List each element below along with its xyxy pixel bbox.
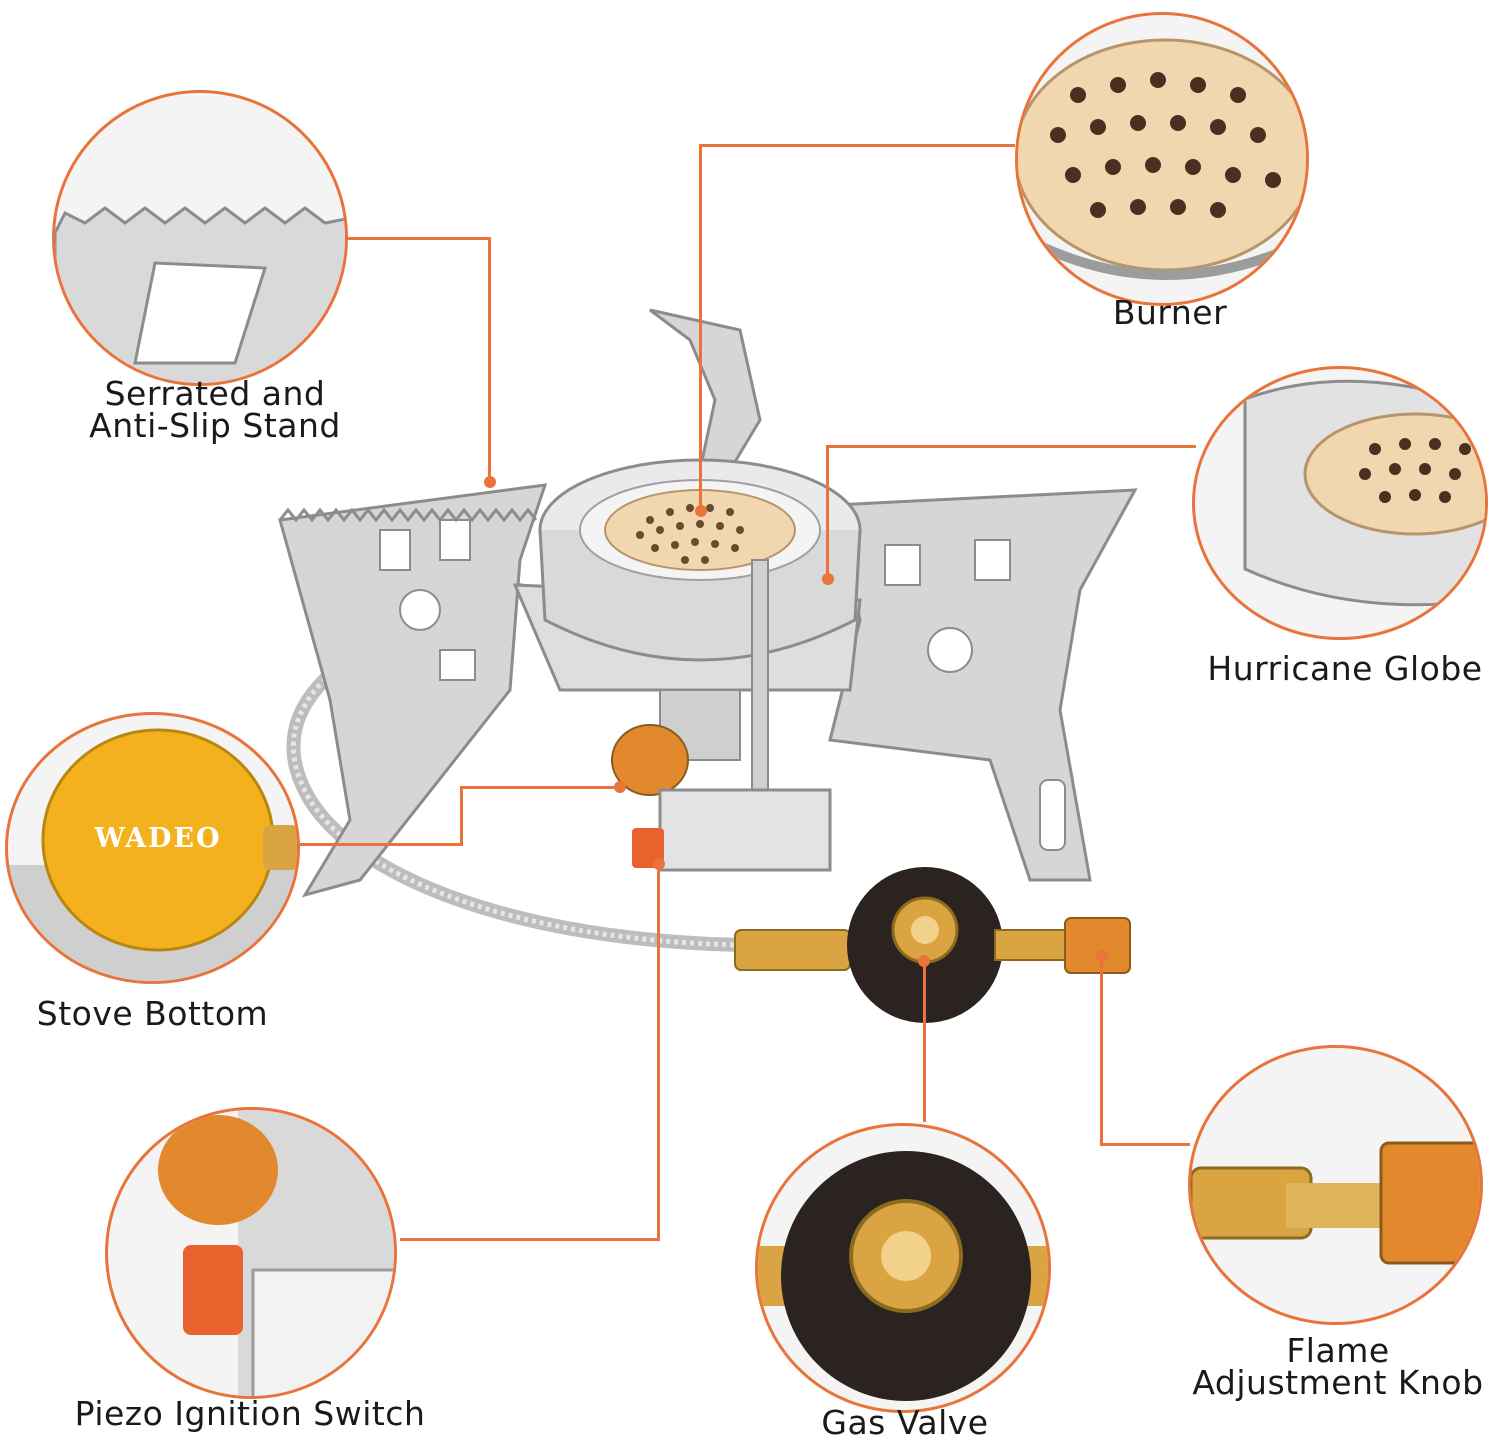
leader-valve-dot: [918, 955, 930, 967]
leader-bottom-h1: [300, 843, 462, 846]
adjustment-knob: [1064, 917, 1131, 974]
label-burner: Burner: [1112, 293, 1228, 332]
callout-burner: [1015, 12, 1309, 306]
label-stand-line1: Serrated and: [104, 374, 326, 413]
stand-detail: [55, 206, 345, 383]
label-stand: Serrated and Anti-Slip Stand: [60, 374, 370, 445]
leader-stand-dot: [484, 476, 496, 488]
leader-burner-dot: [695, 505, 707, 517]
leader-globe-v: [826, 445, 829, 575]
knob-detail: [1191, 1141, 1480, 1265]
callout-globe: [1192, 366, 1488, 640]
leader-piezo-v: [657, 862, 660, 1241]
leader-burner-h: [700, 144, 1015, 147]
leader-burner-v: [699, 144, 702, 509]
right-pot-support: [828, 488, 1138, 882]
leader-knob-dot: [1096, 950, 1108, 962]
label-knob-line1: Flame: [1286, 1331, 1390, 1370]
left-pot-support: [278, 483, 548, 898]
leader-stand-h: [345, 237, 490, 240]
label-stand-line2: Anti-Slip Stand: [89, 406, 341, 445]
igniter-rod: [751, 559, 769, 811]
leader-knob-h: [1100, 1143, 1190, 1146]
label-valve: Gas Valve: [821, 1403, 989, 1442]
label-globe: Hurricane Globe: [1207, 649, 1483, 688]
stove-knob: [611, 724, 689, 796]
callout-bottom: WADEO: [5, 712, 300, 984]
leader-piezo-dot: [653, 858, 665, 870]
leader-valve-v: [923, 960, 926, 1122]
callout-valve: [755, 1123, 1051, 1413]
bottom-detail: [8, 728, 297, 981]
globe-detail: [1243, 379, 1485, 607]
callout-piezo: [105, 1107, 397, 1399]
valve-detail: [758, 1151, 1048, 1401]
piezo-detail: [158, 1110, 394, 1396]
burner-detail: [1018, 38, 1306, 280]
callout-stand: [52, 90, 348, 386]
label-bottom: Stove Bottom: [36, 994, 269, 1033]
brand-logo: WADEO: [94, 823, 222, 854]
label-knob-line2: Adjustment Knob: [1192, 1363, 1484, 1402]
leader-knob-v: [1100, 955, 1103, 1145]
leader-bottom-h2: [460, 786, 620, 789]
label-piezo: Piezo Ignition Switch: [74, 1394, 426, 1433]
callout-knob: [1188, 1045, 1483, 1325]
leader-stand-v: [488, 237, 491, 482]
brass-fitting: [734, 929, 851, 971]
label-knob: Flame Adjustment Knob: [1180, 1331, 1496, 1402]
leader-piezo-h: [400, 1238, 660, 1241]
rear-pot-support: [649, 308, 762, 472]
leader-globe-dot: [822, 573, 834, 585]
leader-bottom-dot: [614, 781, 626, 793]
leader-globe-h: [826, 445, 1196, 448]
leader-bottom-v: [460, 786, 463, 846]
